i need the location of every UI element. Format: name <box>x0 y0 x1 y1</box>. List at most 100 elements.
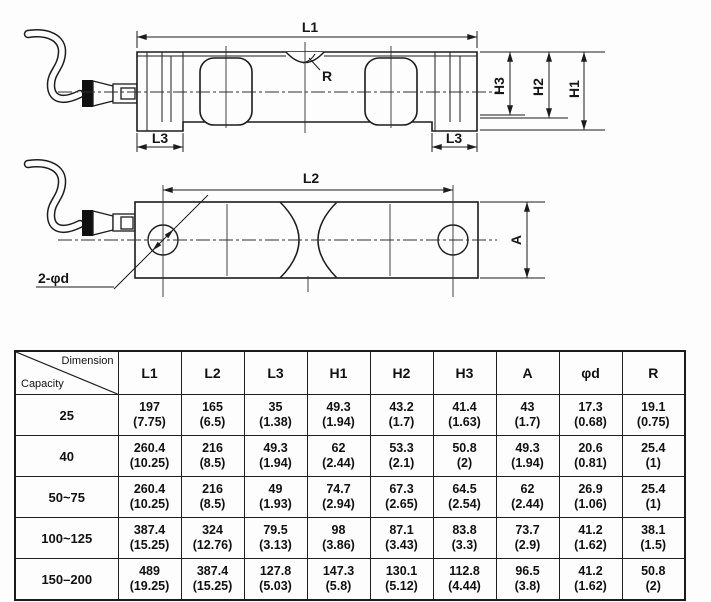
hole-diameter-callout <box>36 194 209 290</box>
value-imperial: (1.06) <box>574 497 607 511</box>
value-metric: 35 <box>268 400 283 415</box>
dim-label-a: A <box>508 235 524 245</box>
value-cell: 41.2(1.62) <box>558 517 623 559</box>
value-metric: 43.2 <box>389 400 414 415</box>
value-cell: 49.3(1.94) <box>495 435 560 477</box>
value-metric: 50.8 <box>641 564 666 579</box>
column-header: H1 <box>306 350 371 395</box>
value-metric: 62 <box>520 482 535 497</box>
value-cell: 50.8(2) <box>432 435 497 477</box>
value-metric: 387.4 <box>196 564 229 579</box>
value-cell: 41.2(1.62) <box>558 558 623 601</box>
dim-label-r: R <box>322 68 332 84</box>
side-centerlines <box>58 42 500 133</box>
dim-label-l2: L2 <box>303 170 320 186</box>
value-metric: 43 <box>520 400 535 415</box>
value-imperial: (1) <box>645 497 661 511</box>
dim-label-h3: H3 <box>491 77 507 95</box>
value-imperial: (3.86) <box>322 538 355 552</box>
value-metric: 216 <box>202 441 223 456</box>
value-imperial: (2.44) <box>511 497 544 511</box>
value-cell: 147.3(5.8) <box>306 558 371 601</box>
value-metric: 112.8 <box>449 564 480 579</box>
column-header: φd <box>558 350 623 395</box>
value-cell: 49.3(1.94) <box>243 435 308 477</box>
value-imperial: (1.94) <box>511 456 544 470</box>
value-imperial: (12.76) <box>192 538 233 552</box>
value-metric: 17.3 <box>578 400 603 415</box>
side-body <box>136 51 478 132</box>
value-cell: 25.4(1) <box>621 435 686 477</box>
value-imperial: (1.94) <box>322 415 355 429</box>
value-imperial: (1.63) <box>448 415 481 429</box>
top-centerlines <box>58 185 497 297</box>
capacity-cell: 100~125 <box>14 517 119 559</box>
value-imperial: (10.25) <box>129 456 170 470</box>
value-cell: 43.2(1.7) <box>369 394 434 436</box>
dimension-h2 <box>480 51 568 119</box>
column-header: L3 <box>243 350 308 395</box>
value-metric: 49.3 <box>515 441 540 456</box>
value-cell: 324(12.76) <box>180 517 245 559</box>
value-imperial: (1.7) <box>514 415 541 429</box>
value-imperial: (3.43) <box>385 538 418 552</box>
dim-label-h2: H2 <box>530 78 546 96</box>
cable <box>23 29 85 104</box>
value-metric: 49.3 <box>326 400 351 415</box>
value-cell: 260.4(10.25) <box>117 435 182 477</box>
value-imperial: (8.5) <box>199 456 226 470</box>
value-cell: 38.1(1.5) <box>621 517 686 559</box>
value-metric: 130.1 <box>385 564 418 579</box>
value-metric: 87.1 <box>389 523 414 538</box>
left-end-grooves <box>146 52 184 131</box>
value-imperial: (2.65) <box>385 497 418 511</box>
value-imperial: (6.5) <box>199 415 226 429</box>
value-cell: 17.3(0.68) <box>558 394 623 436</box>
value-cell: 43(1.7) <box>495 394 560 436</box>
value-cell: 216(8.5) <box>180 476 245 518</box>
value-imperial: (1.93) <box>259 497 292 511</box>
value-imperial: (3.13) <box>259 538 292 552</box>
value-metric: 41.4 <box>452 400 477 415</box>
value-imperial: (1.7) <box>388 415 415 429</box>
value-metric: 50.8 <box>452 441 477 456</box>
value-cell: 26.9(1.06) <box>558 476 623 518</box>
value-cell: 19.1(0.75) <box>621 394 686 436</box>
value-metric: 25.4 <box>641 482 666 497</box>
value-imperial: (0.75) <box>636 415 670 429</box>
corner-label-capacity: Capacity <box>21 378 64 390</box>
column-header: L1 <box>117 350 182 395</box>
value-metric: 62 <box>331 441 346 456</box>
value-cell: 50.8(2) <box>621 558 686 601</box>
value-imperial: (1.5) <box>640 538 667 552</box>
value-cell: 127.8(5.03) <box>243 558 308 601</box>
value-metric: 41.2 <box>578 523 603 538</box>
value-cell: 387.4(15.25) <box>117 517 182 559</box>
dim-label-l3-left: L3 <box>152 130 169 146</box>
value-metric: 147.3 <box>322 564 355 579</box>
cable-gland <box>82 80 93 107</box>
value-metric: 38.1 <box>641 523 666 538</box>
capacity-cell: 150–200 <box>14 558 119 601</box>
cable-top <box>23 159 85 234</box>
value-metric: 73.7 <box>515 523 540 538</box>
value-imperial: (3.8) <box>514 579 541 593</box>
value-imperial: (2.54) <box>448 497 481 511</box>
dimension-l1 <box>136 31 478 48</box>
dim-label-h1: H1 <box>566 80 582 98</box>
value-metric: 83.8 <box>452 523 477 538</box>
value-metric: 26.9 <box>578 482 603 497</box>
dim-label-l1: L1 <box>302 19 319 35</box>
value-cell: 41.4(1.63) <box>432 394 497 436</box>
value-imperial: (2.94) <box>322 497 355 511</box>
column-header: H2 <box>369 350 434 395</box>
value-cell: 216(8.5) <box>180 435 245 477</box>
value-metric: 489 <box>139 564 160 579</box>
value-imperial: (4.44) <box>448 579 481 593</box>
value-metric: 127.8 <box>259 564 292 579</box>
